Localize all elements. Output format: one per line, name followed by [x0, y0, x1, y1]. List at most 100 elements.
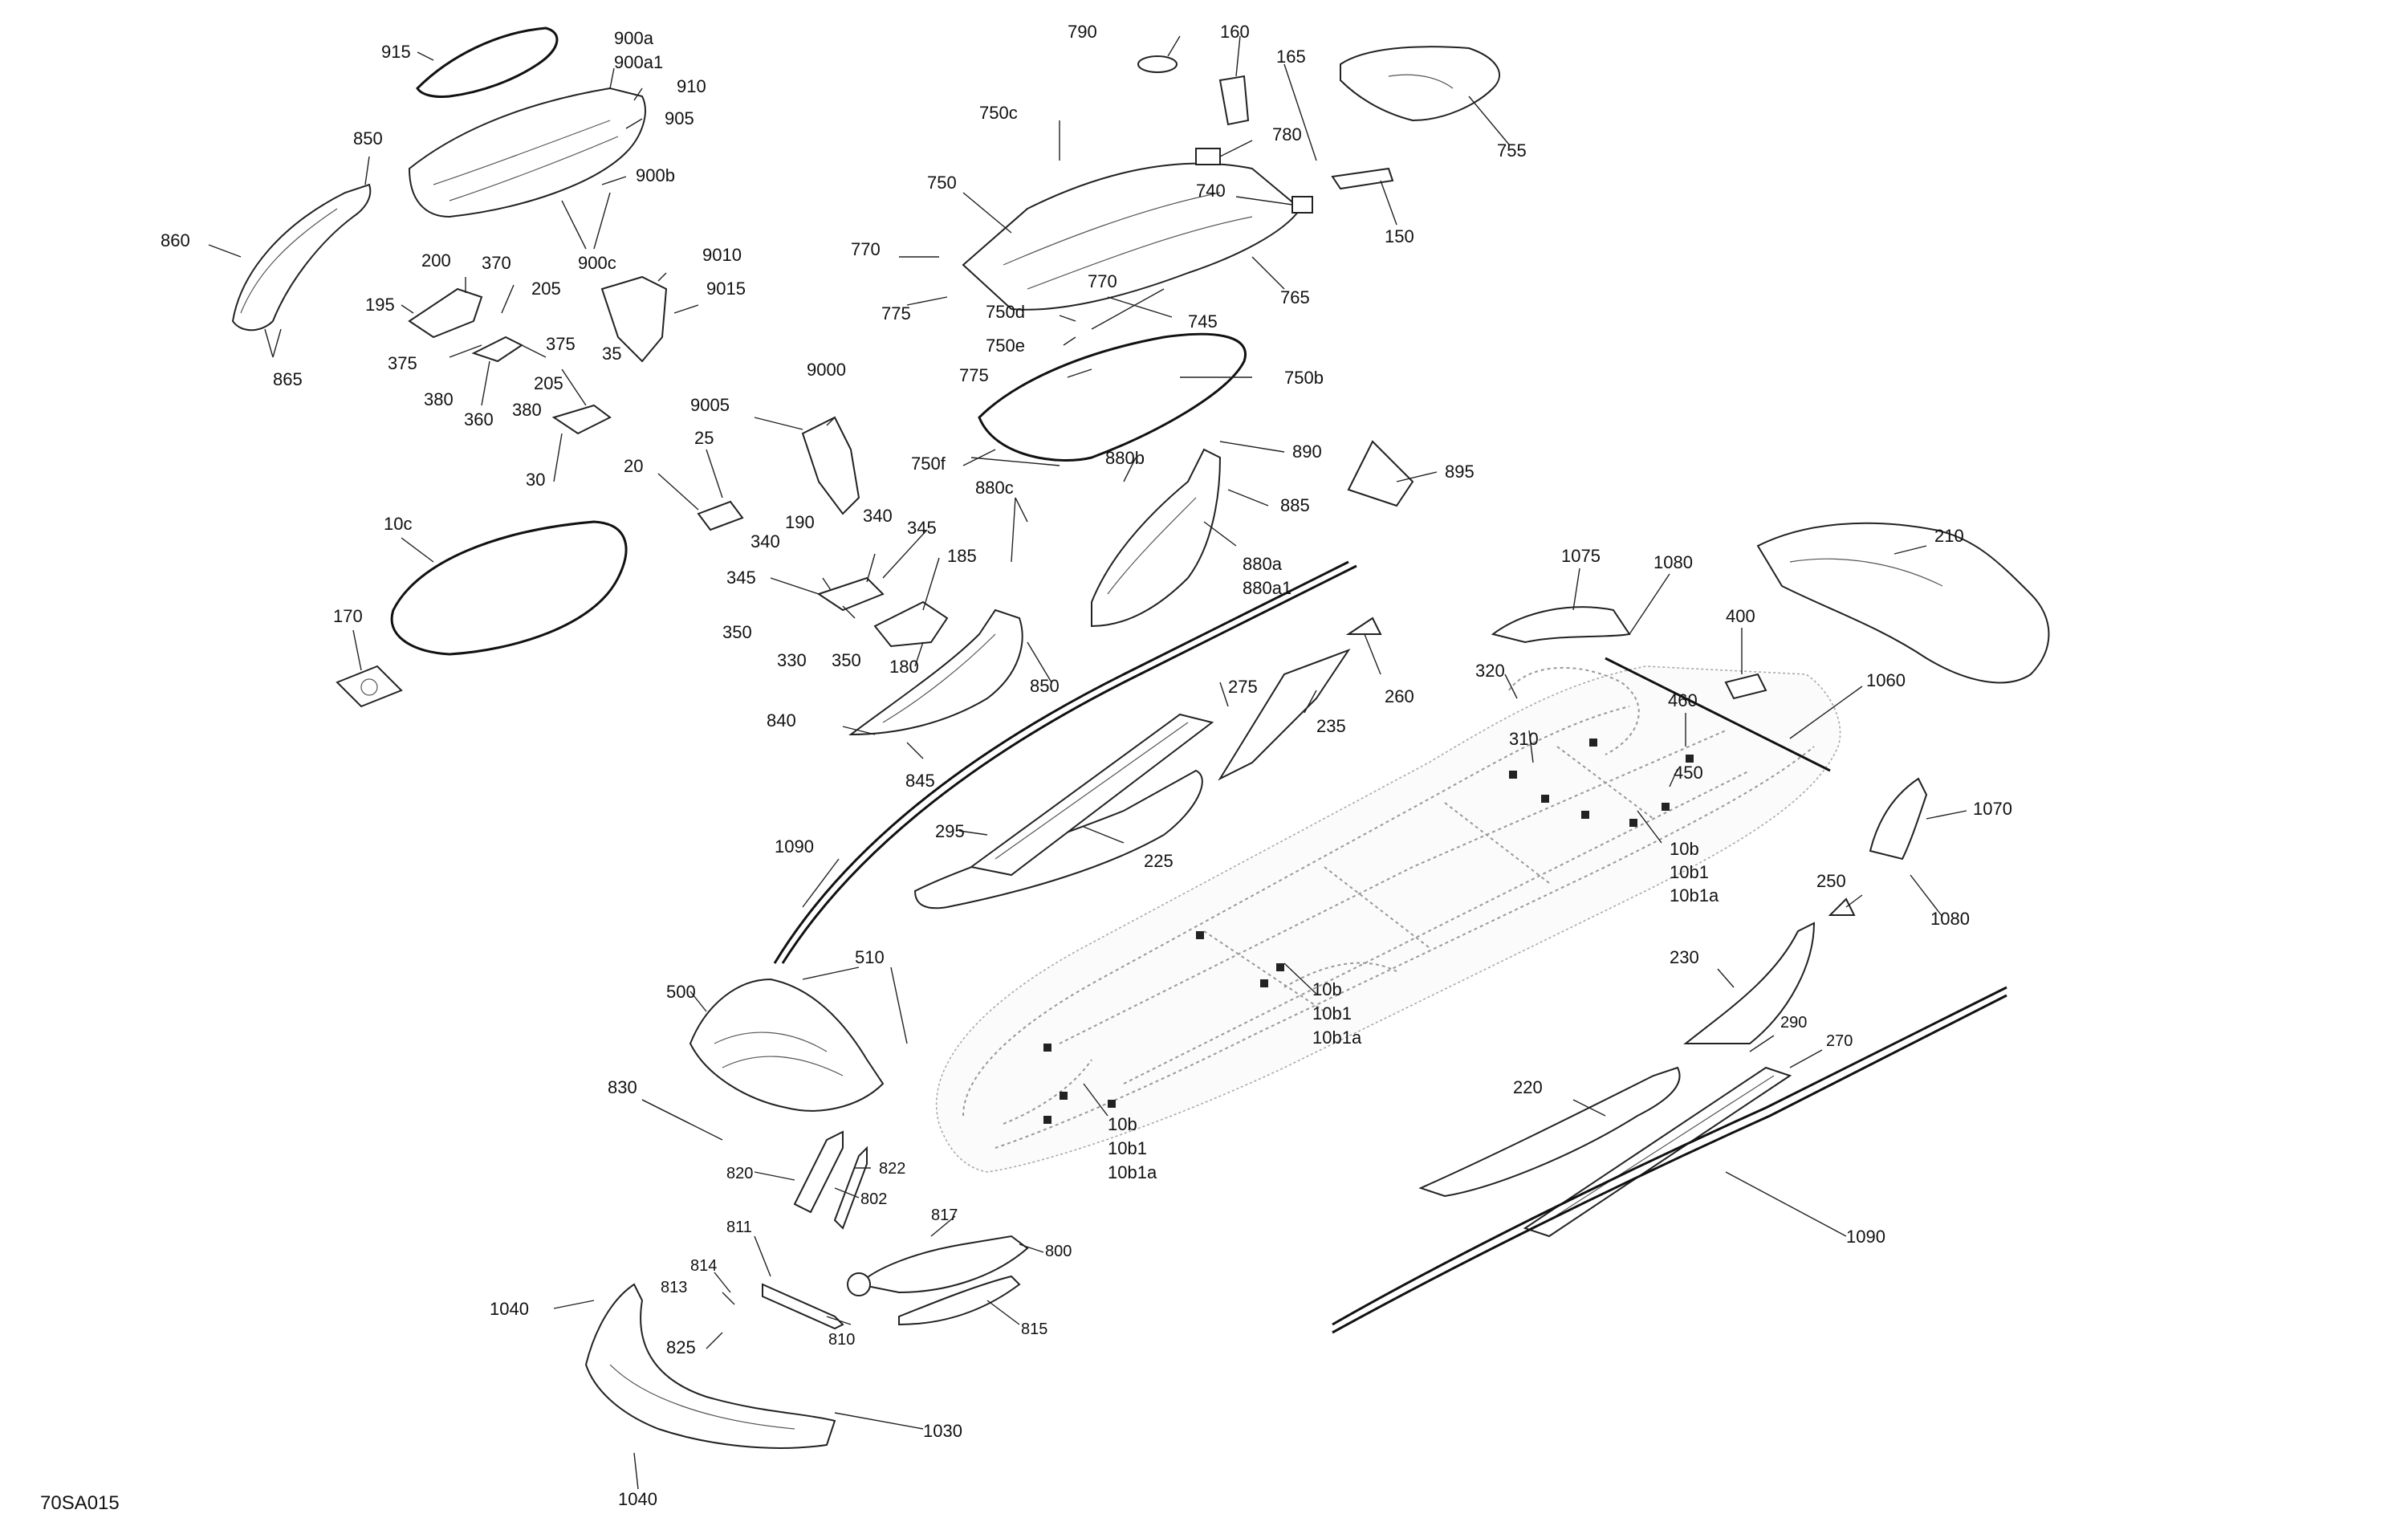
- callout-1075: 1075: [1561, 546, 1601, 566]
- callout-220: 220: [1513, 1077, 1543, 1097]
- callout-200: 200: [421, 250, 451, 271]
- callout-9000: 9000: [807, 360, 846, 380]
- callout-895: 895: [1445, 462, 1474, 482]
- callout-10b1a-b: 10b1a: [1312, 1028, 1362, 1048]
- part-1090-rubstrip-right: [1332, 986, 2007, 1326]
- callout-817: 817: [931, 1207, 958, 1224]
- callout-20: 20: [624, 456, 643, 476]
- callout-745: 745: [1188, 311, 1218, 332]
- callout-815: 815: [1021, 1320, 1047, 1338]
- callout-765: 765: [1280, 287, 1310, 307]
- part-230-pad: [1683, 922, 1816, 1044]
- callout-190: 190: [785, 512, 815, 532]
- part-9000-bracket: [801, 416, 860, 515]
- callout-865: 865: [273, 369, 303, 389]
- callout-1090-b: 1090: [1846, 1227, 1885, 1247]
- callout-165: 165: [1276, 47, 1306, 67]
- callout-880b: 880b: [1105, 448, 1145, 468]
- callout-10b1a-a: 10b1a: [1670, 885, 1719, 905]
- diagram-code: 70SA015: [40, 1492, 120, 1514]
- part-895-vent: [1347, 440, 1414, 507]
- part-780-latch: [1195, 148, 1221, 165]
- callout-195: 195: [365, 295, 395, 315]
- callout-775-a: 775: [881, 303, 911, 324]
- part-1090-rubstrip-left: [773, 560, 1349, 964]
- callout-880a: 880a: [1243, 554, 1283, 574]
- leader-lines: [208, 35, 1967, 1490]
- callout-880c: 880c: [975, 478, 1014, 498]
- callout-450: 450: [1674, 763, 1703, 783]
- callout-370: 370: [482, 253, 511, 273]
- callout-235: 235: [1316, 716, 1346, 736]
- part-30-latch: [551, 404, 612, 435]
- callout-205-b: 205: [534, 373, 563, 393]
- callout-275: 275: [1228, 677, 1258, 697]
- part-1090-rubstrip-left-b: [781, 564, 1357, 964]
- callout-1040-a: 1040: [490, 1299, 529, 1319]
- callout-830: 830: [608, 1077, 637, 1097]
- callout-750c: 750c: [979, 103, 1018, 123]
- callout-9010: 9010: [702, 245, 742, 265]
- callout-900a1: 900a1: [614, 52, 663, 72]
- callout-360: 360: [464, 409, 494, 429]
- part-822-light-housing: [833, 1146, 868, 1230]
- callout-225: 225: [1144, 851, 1173, 871]
- part-220-footwell-pad: [1418, 1066, 1681, 1198]
- callout-860: 860: [161, 230, 190, 250]
- callout-750e: 750e: [986, 336, 1025, 356]
- part-755-mat: [1340, 46, 1501, 122]
- callout-205-a: 205: [531, 279, 561, 299]
- callout-814: 814: [690, 1257, 717, 1275]
- callout-295: 295: [935, 821, 965, 841]
- part-195-bracket: [408, 287, 483, 339]
- callout-845: 845: [905, 771, 935, 791]
- callout-labels: 915 900a 900a1 910 905 900b 900c 850 860…: [40, 22, 2012, 1514]
- callout-150: 150: [1385, 226, 1414, 246]
- callout-230: 230: [1670, 947, 1699, 967]
- callout-160: 160: [1220, 22, 1250, 42]
- callout-10b1-a: 10b1: [1670, 862, 1709, 882]
- callout-35: 35: [602, 344, 621, 364]
- part-150-bar: [1331, 167, 1394, 190]
- part-10c-gasket: [390, 520, 628, 656]
- part-1075-handle: [1491, 606, 1631, 644]
- part-170-plate: [336, 665, 403, 708]
- callout-750: 750: [927, 173, 957, 193]
- callout-802: 802: [860, 1190, 887, 1208]
- part-800-lens: [847, 1272, 871, 1296]
- callout-910: 910: [677, 76, 706, 96]
- callout-880a1: 880a1: [1243, 578, 1291, 598]
- part-400-cleat: [1724, 673, 1767, 700]
- callout-25: 25: [694, 428, 714, 448]
- hull-outline: [935, 665, 1841, 1173]
- part-20-clip: [697, 500, 744, 531]
- callout-811: 811: [726, 1219, 752, 1236]
- callout-770-a: 770: [851, 239, 881, 259]
- callout-375-b: 375: [388, 353, 417, 373]
- callout-1080-a: 1080: [1653, 552, 1693, 572]
- callout-740: 740: [1196, 181, 1226, 201]
- callout-10b-a: 10b: [1670, 839, 1699, 859]
- callout-375-a: 375: [546, 334, 576, 354]
- callout-905: 905: [665, 108, 694, 128]
- callout-10b-c: 10b: [1108, 1114, 1137, 1134]
- callout-460: 460: [1668, 690, 1698, 710]
- part-790-cap: [1137, 55, 1178, 73]
- callout-380-a: 380: [424, 389, 454, 409]
- callout-380-b: 380: [512, 400, 542, 420]
- part-815-trim: [898, 1275, 1021, 1326]
- callout-775-b: 775: [959, 365, 989, 385]
- hull-fastener-points: [1043, 739, 1694, 1124]
- callout-345-a: 345: [907, 518, 937, 538]
- callout-750b: 750b: [1284, 368, 1324, 388]
- part-810-bracket: [762, 1283, 844, 1330]
- callout-825: 825: [666, 1337, 696, 1357]
- callout-755: 755: [1497, 140, 1527, 161]
- callout-350-b: 350: [832, 650, 861, 670]
- part-800-headlight: [856, 1235, 1029, 1294]
- callout-510: 510: [855, 947, 885, 967]
- callout-1060: 1060: [1866, 670, 1906, 690]
- callout-260: 260: [1385, 686, 1414, 706]
- part-235-pad: [1218, 648, 1351, 781]
- callout-400: 400: [1726, 606, 1755, 626]
